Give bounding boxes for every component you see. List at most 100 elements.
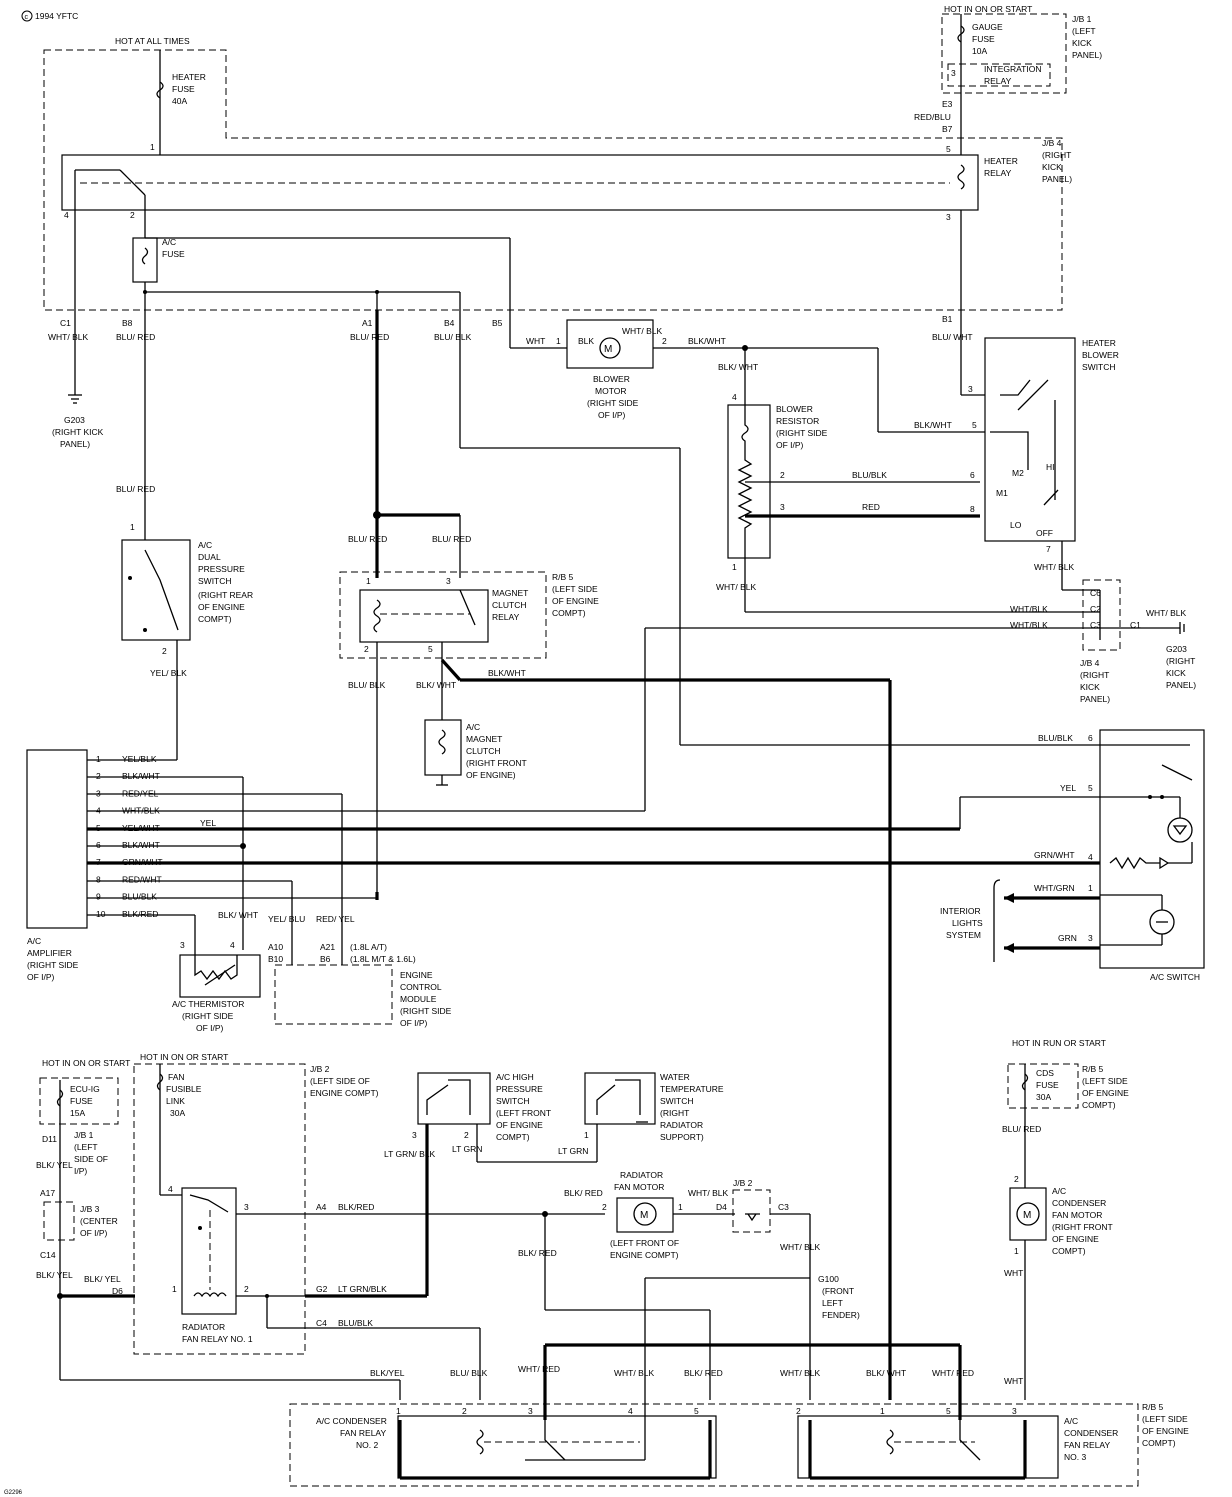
svg-text:MAGNET: MAGNET (492, 588, 528, 598)
svg-text:2: 2 (364, 644, 369, 654)
svg-text:2: 2 (1014, 1174, 1019, 1184)
svg-text:RELAY: RELAY (984, 76, 1012, 86)
svg-text:3: 3 (780, 502, 785, 512)
svg-text:DUAL: DUAL (198, 552, 221, 562)
hot-at-all-times-block: HOT AT ALL TIMES HEATER FUSE 40A 1 (43, 36, 1063, 311)
svg-text:YEL: YEL (200, 818, 216, 828)
magnet-clutch: A/C MAGNET CLUTCH (RIGHT FRONT OF ENGINE… (424, 719, 527, 786)
svg-text:1: 1 (556, 336, 561, 346)
svg-text:2: 2 (796, 1406, 801, 1416)
svg-text:G203: G203 (64, 415, 85, 425)
amplifier-pin-number: 6 (96, 840, 101, 850)
svg-text:WHT/ BLK: WHT/ BLK (1034, 562, 1074, 572)
svg-text:YEL: YEL (1060, 783, 1076, 793)
blower-motor: WHT 1 BLK WHT/ BLK M 2 BLK/WHT BLOWER MO… (509, 310, 748, 420)
svg-text:RED/ YEL: RED/ YEL (316, 914, 355, 924)
svg-text:OFF: OFF (1036, 528, 1053, 538)
amplifier-pin-number: 8 (96, 874, 101, 884)
svg-text:C1: C1 (1130, 620, 1141, 630)
svg-text:C6: C6 (1090, 588, 1101, 598)
svg-text:BLU/ WHT: BLU/ WHT (932, 332, 973, 342)
svg-text:MAGNET: MAGNET (466, 734, 502, 744)
svg-text:J/B 1: J/B 1 (1072, 14, 1092, 24)
ac-thermistor: 3 4 BLK/ WHT A/C THERMISTOR (RIGHT SIDE … (172, 910, 261, 1033)
svg-text:WHT/BLK: WHT/BLK (1010, 620, 1048, 630)
amplifier-pin-wire-color: YEL/BLK (122, 754, 157, 764)
svg-text:COMPT): COMPT) (496, 1132, 530, 1142)
svg-text:GRN: GRN (1058, 933, 1077, 943)
svg-text:KICK: KICK (1072, 38, 1092, 48)
svg-text:CONDENSER: CONDENSER (1064, 1428, 1118, 1438)
svg-text:BLK/ YEL: BLK/ YEL (36, 1270, 73, 1280)
footer-code: G2296 (4, 1490, 23, 1496)
svg-text:FUSE: FUSE (972, 34, 995, 44)
svg-text:CDS: CDS (1036, 1068, 1054, 1078)
svg-text:5: 5 (1088, 783, 1093, 793)
svg-text:SIDE OF: SIDE OF (74, 1154, 108, 1164)
svg-text:FUSIBLE: FUSIBLE (166, 1084, 202, 1094)
svg-text:WHT: WHT (1004, 1376, 1023, 1386)
svg-text:J/B 1: J/B 1 (74, 1130, 94, 1140)
svg-text:(1.8L A/T): (1.8L A/T) (350, 942, 387, 952)
svg-text:1: 1 (584, 1130, 589, 1140)
svg-text:FAN MOTOR: FAN MOTOR (614, 1182, 664, 1192)
svg-text:INTERIOR: INTERIOR (940, 906, 981, 916)
svg-text:OF I/P): OF I/P) (196, 1023, 224, 1033)
svg-text:(RIGHT SIDE: (RIGHT SIDE (587, 398, 639, 408)
svg-text:FENDER): FENDER) (822, 1310, 860, 1320)
svg-text:c: c (25, 14, 29, 21)
svg-text:WHT/ BLK: WHT/ BLK (48, 332, 88, 342)
svg-text:C1: C1 (60, 318, 71, 328)
svg-text:SWITCH: SWITCH (496, 1096, 530, 1106)
svg-text:LO: LO (1010, 520, 1022, 530)
svg-text:5: 5 (694, 1406, 699, 1416)
svg-text:C4: C4 (316, 1318, 327, 1328)
svg-text:HOT IN RUN OR START: HOT IN RUN OR START (1012, 1038, 1106, 1048)
svg-text:BLK/ WHT: BLK/ WHT (218, 910, 258, 920)
svg-text:KICK: KICK (1080, 682, 1100, 692)
svg-text:COMPT): COMPT) (552, 608, 586, 618)
svg-text:PANEL): PANEL) (1166, 680, 1196, 690)
svg-text:OF I/P): OF I/P) (80, 1228, 108, 1238)
svg-text:WHT/ BLK: WHT/ BLK (688, 1188, 728, 1198)
svg-text:5: 5 (946, 144, 951, 154)
svg-text:SWITCH: SWITCH (198, 576, 232, 586)
svg-text:(1.8L M/T & 1.6L): (1.8L M/T & 1.6L) (350, 954, 416, 964)
svg-text:A4: A4 (316, 1202, 327, 1212)
svg-text:COMPT): COMPT) (1082, 1100, 1116, 1110)
svg-text:PANEL): PANEL) (60, 439, 90, 449)
amplifier-pin-wire-color: RED/WHT (122, 874, 162, 884)
amplifier-pin-number: 1 (96, 754, 101, 764)
svg-text:3: 3 (968, 384, 973, 394)
svg-text:A17: A17 (40, 1188, 55, 1198)
svg-text:M2: M2 (1012, 468, 1024, 478)
svg-text:(RIGHT: (RIGHT (660, 1108, 689, 1118)
svg-text:SWITCH: SWITCH (1082, 362, 1116, 372)
svg-text:5: 5 (972, 420, 977, 430)
svg-text:OF I/P): OF I/P) (27, 972, 55, 982)
svg-text:RADIATOR: RADIATOR (660, 1120, 703, 1130)
svg-text:HOT IN ON OR START: HOT IN ON OR START (42, 1058, 130, 1068)
amplifier-pin-wire-color: BLK/WHT (122, 840, 160, 850)
svg-text:B5: B5 (492, 318, 503, 328)
svg-text:1: 1 (678, 1202, 683, 1212)
svg-text:2: 2 (462, 1406, 467, 1416)
svg-text:FAN RELAY: FAN RELAY (1064, 1440, 1110, 1450)
svg-text:BLK/WHT: BLK/WHT (488, 668, 526, 678)
amplifier-pin-number: 9 (96, 892, 101, 902)
svg-text:(LEFT SIDE OF: (LEFT SIDE OF (310, 1076, 370, 1086)
svg-text:1: 1 (880, 1406, 885, 1416)
gauge-fuse-block: HOT IN ON OR START GAUGE FUSE 10A 3 INTE… (914, 4, 1102, 155)
svg-text:B7: B7 (942, 124, 953, 134)
svg-text:I/P): I/P) (74, 1166, 87, 1176)
svg-text:BLOWER: BLOWER (776, 404, 813, 414)
svg-text:ENGINE: ENGINE (400, 970, 433, 980)
svg-text:4: 4 (732, 392, 737, 402)
svg-text:SUPPORT): SUPPORT) (660, 1132, 704, 1142)
svg-text:J/B 2: J/B 2 (733, 1178, 753, 1188)
svg-text:30A: 30A (1036, 1092, 1051, 1102)
radiator-fan-relay-1: HOT IN ON OR START J/B 2 (LEFT SIDE OF E… (133, 1052, 387, 1355)
svg-text:(RIGHT: (RIGHT (1080, 670, 1109, 680)
svg-text:A/C CONDENSER: A/C CONDENSER (316, 1416, 387, 1426)
svg-text:A10: A10 (268, 942, 283, 952)
